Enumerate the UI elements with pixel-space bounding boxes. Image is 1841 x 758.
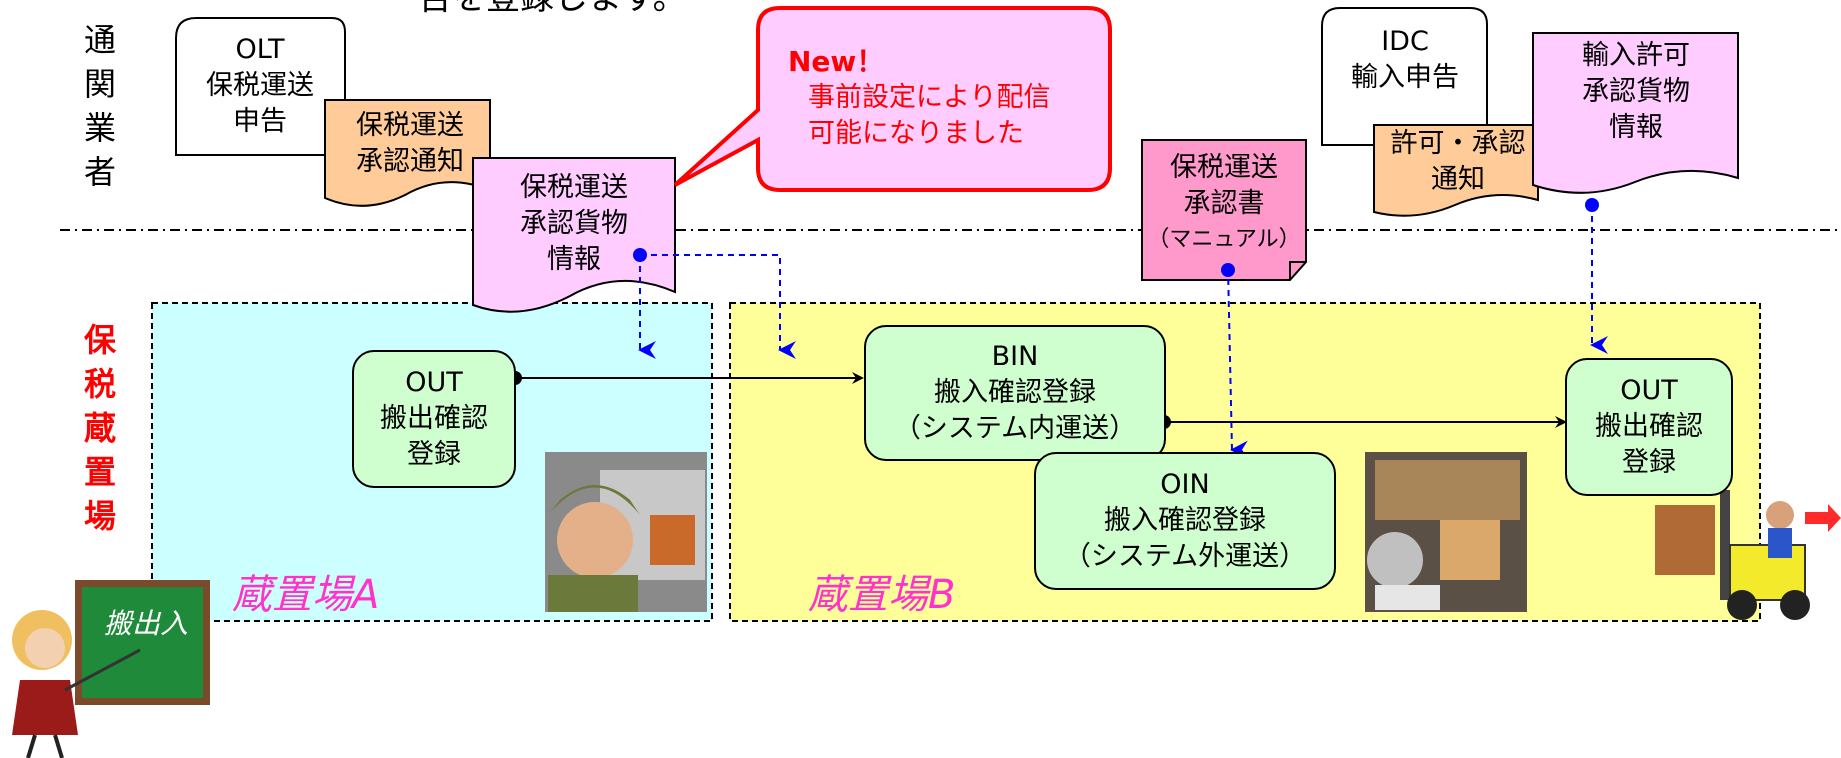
out-node-area-a: OUT 搬出確認 登録 — [352, 350, 516, 488]
blue-dot-manual — [1221, 263, 1235, 277]
teacher-illustration — [12, 580, 210, 758]
out-node-area-b: OUT 搬出確認 登録 — [1565, 358, 1733, 496]
forklift-illustration — [1655, 490, 1841, 620]
new-callout-text: New！ 事前設定により配信 可能になりました — [788, 45, 1051, 149]
row-label-broker: 通 関 業 者 — [83, 21, 116, 191]
manual-doc-text: 保税運送 承認書 （マニュアル） — [1147, 152, 1301, 252]
bin-node: BIN 搬入確認登録 （システム内運送） — [864, 325, 1166, 461]
area-a-label: 蔵置場A — [232, 572, 380, 618]
cargo-info-text: 保税運送 承認貨物 情報 — [520, 172, 628, 275]
warehouse-illustration — [1365, 452, 1527, 612]
import-info-text: 輸入許可 承認貨物 情報 — [1582, 40, 1690, 143]
worker-illustration — [545, 452, 707, 612]
blue-dot-import — [1585, 198, 1599, 212]
idc-doc-text: IDC 輸入申告 — [1351, 26, 1459, 93]
olt-doc-text: OLT 保税運送 申告 — [206, 34, 314, 137]
row-label-bonded: 保 税 蔵 置 場 — [83, 321, 116, 535]
permit-notice-text: 許可・承認 通知 — [1390, 128, 1526, 195]
blue-dot-cargo — [633, 248, 647, 262]
top-heading-text: 告を登録します。 — [418, 0, 687, 18]
approval-notice-text: 保税運送 承認通知 — [356, 110, 464, 177]
manual-doc-shape — [1141, 139, 1307, 281]
area-b-label: 蔵置場B — [808, 572, 956, 618]
permit-notice-shape — [1373, 124, 1539, 217]
board-text: 搬出入 — [104, 607, 189, 640]
oin-node: OIN 搬入確認登録 （システム外運送） — [1034, 452, 1336, 590]
blue-arrow-cargo-to-area-b — [640, 254, 796, 359]
cargo-info-shape — [472, 157, 676, 313]
import-info-shape — [1532, 32, 1739, 194]
new-callout-shape — [673, 6, 1112, 192]
blue-arrow-manual-to-oin — [1227, 267, 1249, 459]
